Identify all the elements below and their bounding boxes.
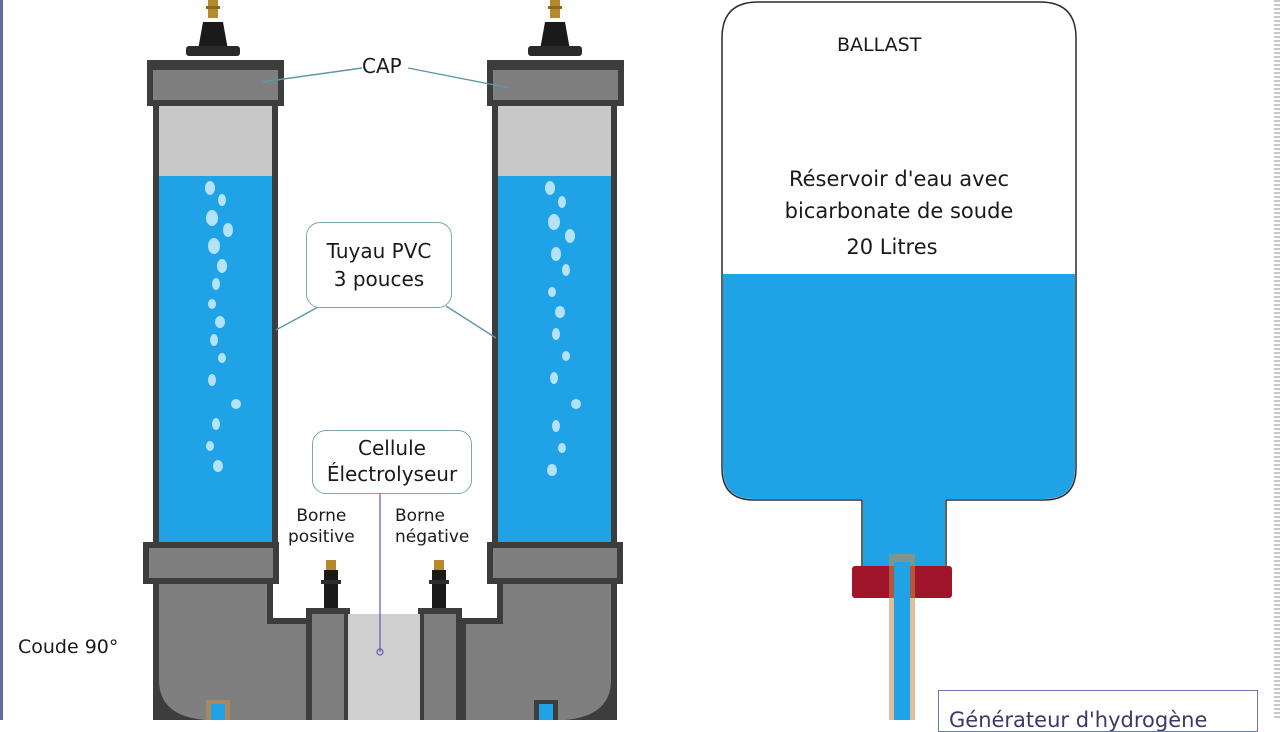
positive-terminal-label: Borne positive: [288, 506, 355, 549]
window-edge: [0, 0, 3, 720]
left-air-space: [159, 106, 272, 176]
cell-label: Cellule Électrolyseur: [312, 430, 472, 494]
window-scroll-edge: [1274, 0, 1280, 720]
terminal-icon: [321, 560, 341, 608]
right-pipe: [487, 0, 624, 584]
negative-line1: Borne: [395, 506, 445, 526]
pipe-label-line2: 3 pouces: [333, 267, 425, 291]
cap-label: CAP: [362, 54, 402, 78]
valve-icon: [528, 0, 582, 56]
reservoir-line2: bicarbonate de soude: [784, 198, 1014, 223]
right-water: [498, 176, 611, 542]
leader-lines: [261, 67, 511, 339]
left-water: [159, 176, 272, 542]
left-pipe: [143, 0, 284, 584]
positive-line2: positive: [288, 527, 355, 548]
generator-label-box: Générateur d'hydrogène: [938, 690, 1258, 732]
cell-label-line1: Cellule: [358, 436, 426, 460]
ballast-tank: [721, 1, 1077, 720]
pipe-label-line1: Tuyau PVC: [326, 239, 432, 263]
electrolyzer-cell: [348, 614, 420, 720]
bottom-assembly: [153, 560, 617, 720]
reservoir-label: Réservoir d'eau avec bicarbonate de soud…: [722, 164, 1076, 227]
negative-line2: négative: [395, 527, 470, 548]
ballast-label: BALLAST: [837, 34, 922, 56]
cell-label-line2: Électrolyseur: [326, 462, 458, 486]
ballast-water: [723, 274, 1075, 567]
terminal-icon: [429, 560, 449, 608]
bubble-icon: [545, 181, 581, 476]
negative-terminal-label: Borne négative: [395, 506, 469, 549]
positive-line1: Borne: [296, 506, 347, 526]
right-air-space: [498, 106, 611, 176]
elbow-label: Coude 90°: [18, 636, 119, 658]
volume-label: 20 Litres: [846, 235, 938, 259]
pipe-label: Tuyau PVC 3 pouces: [306, 222, 452, 308]
reservoir-line1: Réservoir d'eau avec: [788, 167, 1010, 191]
valve-icon: [186, 0, 240, 56]
bubble-icon: [205, 181, 241, 472]
